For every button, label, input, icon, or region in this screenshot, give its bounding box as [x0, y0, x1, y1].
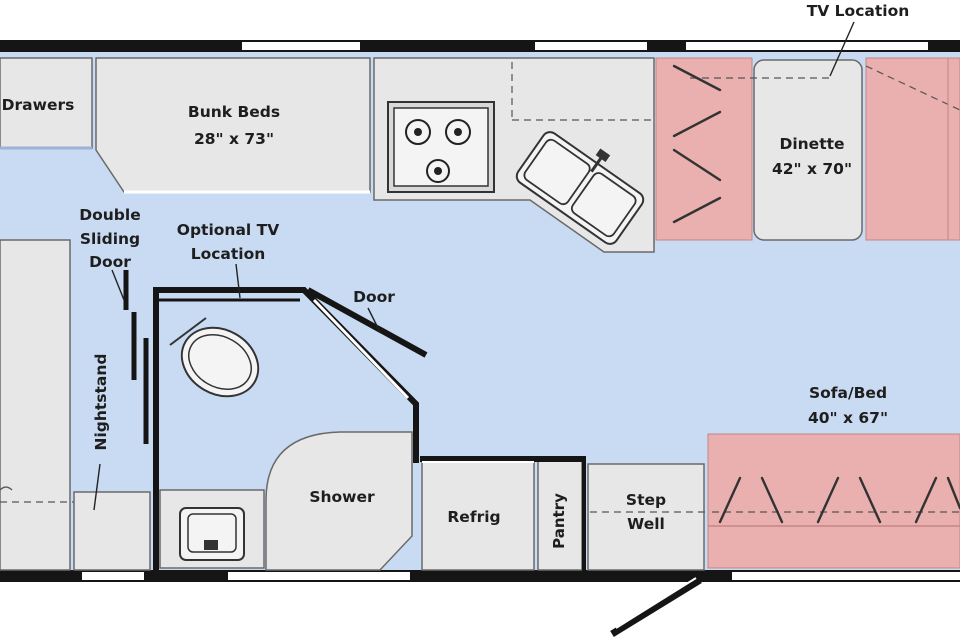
- toilet-icon: [169, 317, 260, 398]
- dinette: [655, 57, 960, 241]
- nightstand: [73, 491, 151, 571]
- double-sliding-door: [123, 270, 149, 444]
- door-leader: [367, 307, 381, 333]
- tv-location-label: TV Location: [807, 2, 910, 20]
- dinette-size: 42" x 70": [772, 160, 852, 178]
- dinette-name: Dinette: [779, 135, 844, 153]
- double-sliding-door-label: Sliding: [80, 230, 140, 248]
- rear-bed: [0, 239, 71, 571]
- optional-tv-location-label: Optional TV: [177, 221, 279, 239]
- refrig-label: Refrig: [447, 508, 500, 526]
- burner-icon: [405, 119, 431, 145]
- shower: [265, 431, 413, 571]
- sofa-bed: [707, 433, 960, 569]
- bunk-beds-size: 28" x 73": [194, 130, 274, 148]
- step-well-label: Step: [626, 491, 666, 509]
- nightstand-leader: [93, 463, 101, 511]
- pantry-label: Pantry: [550, 493, 568, 549]
- door-label: Door: [353, 288, 395, 306]
- bunk-beds: [95, 57, 371, 193]
- burner-icon: [426, 159, 450, 183]
- nightstand-label: Nightstand: [92, 353, 110, 450]
- sofa-bed-name: Sofa/Bed: [809, 384, 887, 402]
- sofa-bed-size: 40" x 67": [808, 409, 888, 427]
- double-sliding-door-leader: [111, 269, 125, 301]
- double-sliding-door-label: Double: [79, 206, 140, 224]
- drawers-label: Drawers: [2, 96, 75, 114]
- optional-tv-location-label: Location: [191, 245, 266, 263]
- drawers: [0, 57, 93, 150]
- refrigerator: [420, 456, 536, 571]
- stove-cooktop: [387, 101, 495, 193]
- optional-tv-leader: [235, 263, 241, 299]
- bathroom: [153, 287, 428, 575]
- shower-label: Shower: [309, 488, 375, 506]
- double-sliding-door-label: Door: [89, 253, 131, 271]
- step-well-label: Well: [627, 515, 665, 533]
- pantry: [536, 456, 586, 572]
- bunk-beds-name: Bunk Beds: [188, 103, 280, 121]
- burner-icon: [445, 119, 471, 145]
- tv-location-leader: [829, 21, 855, 77]
- step-well: [587, 463, 710, 571]
- kitchen-sink-icon: [515, 131, 645, 245]
- entry-door: [610, 577, 702, 637]
- bathroom-sink-icon: [179, 507, 245, 561]
- exterior-walls: [0, 40, 960, 582]
